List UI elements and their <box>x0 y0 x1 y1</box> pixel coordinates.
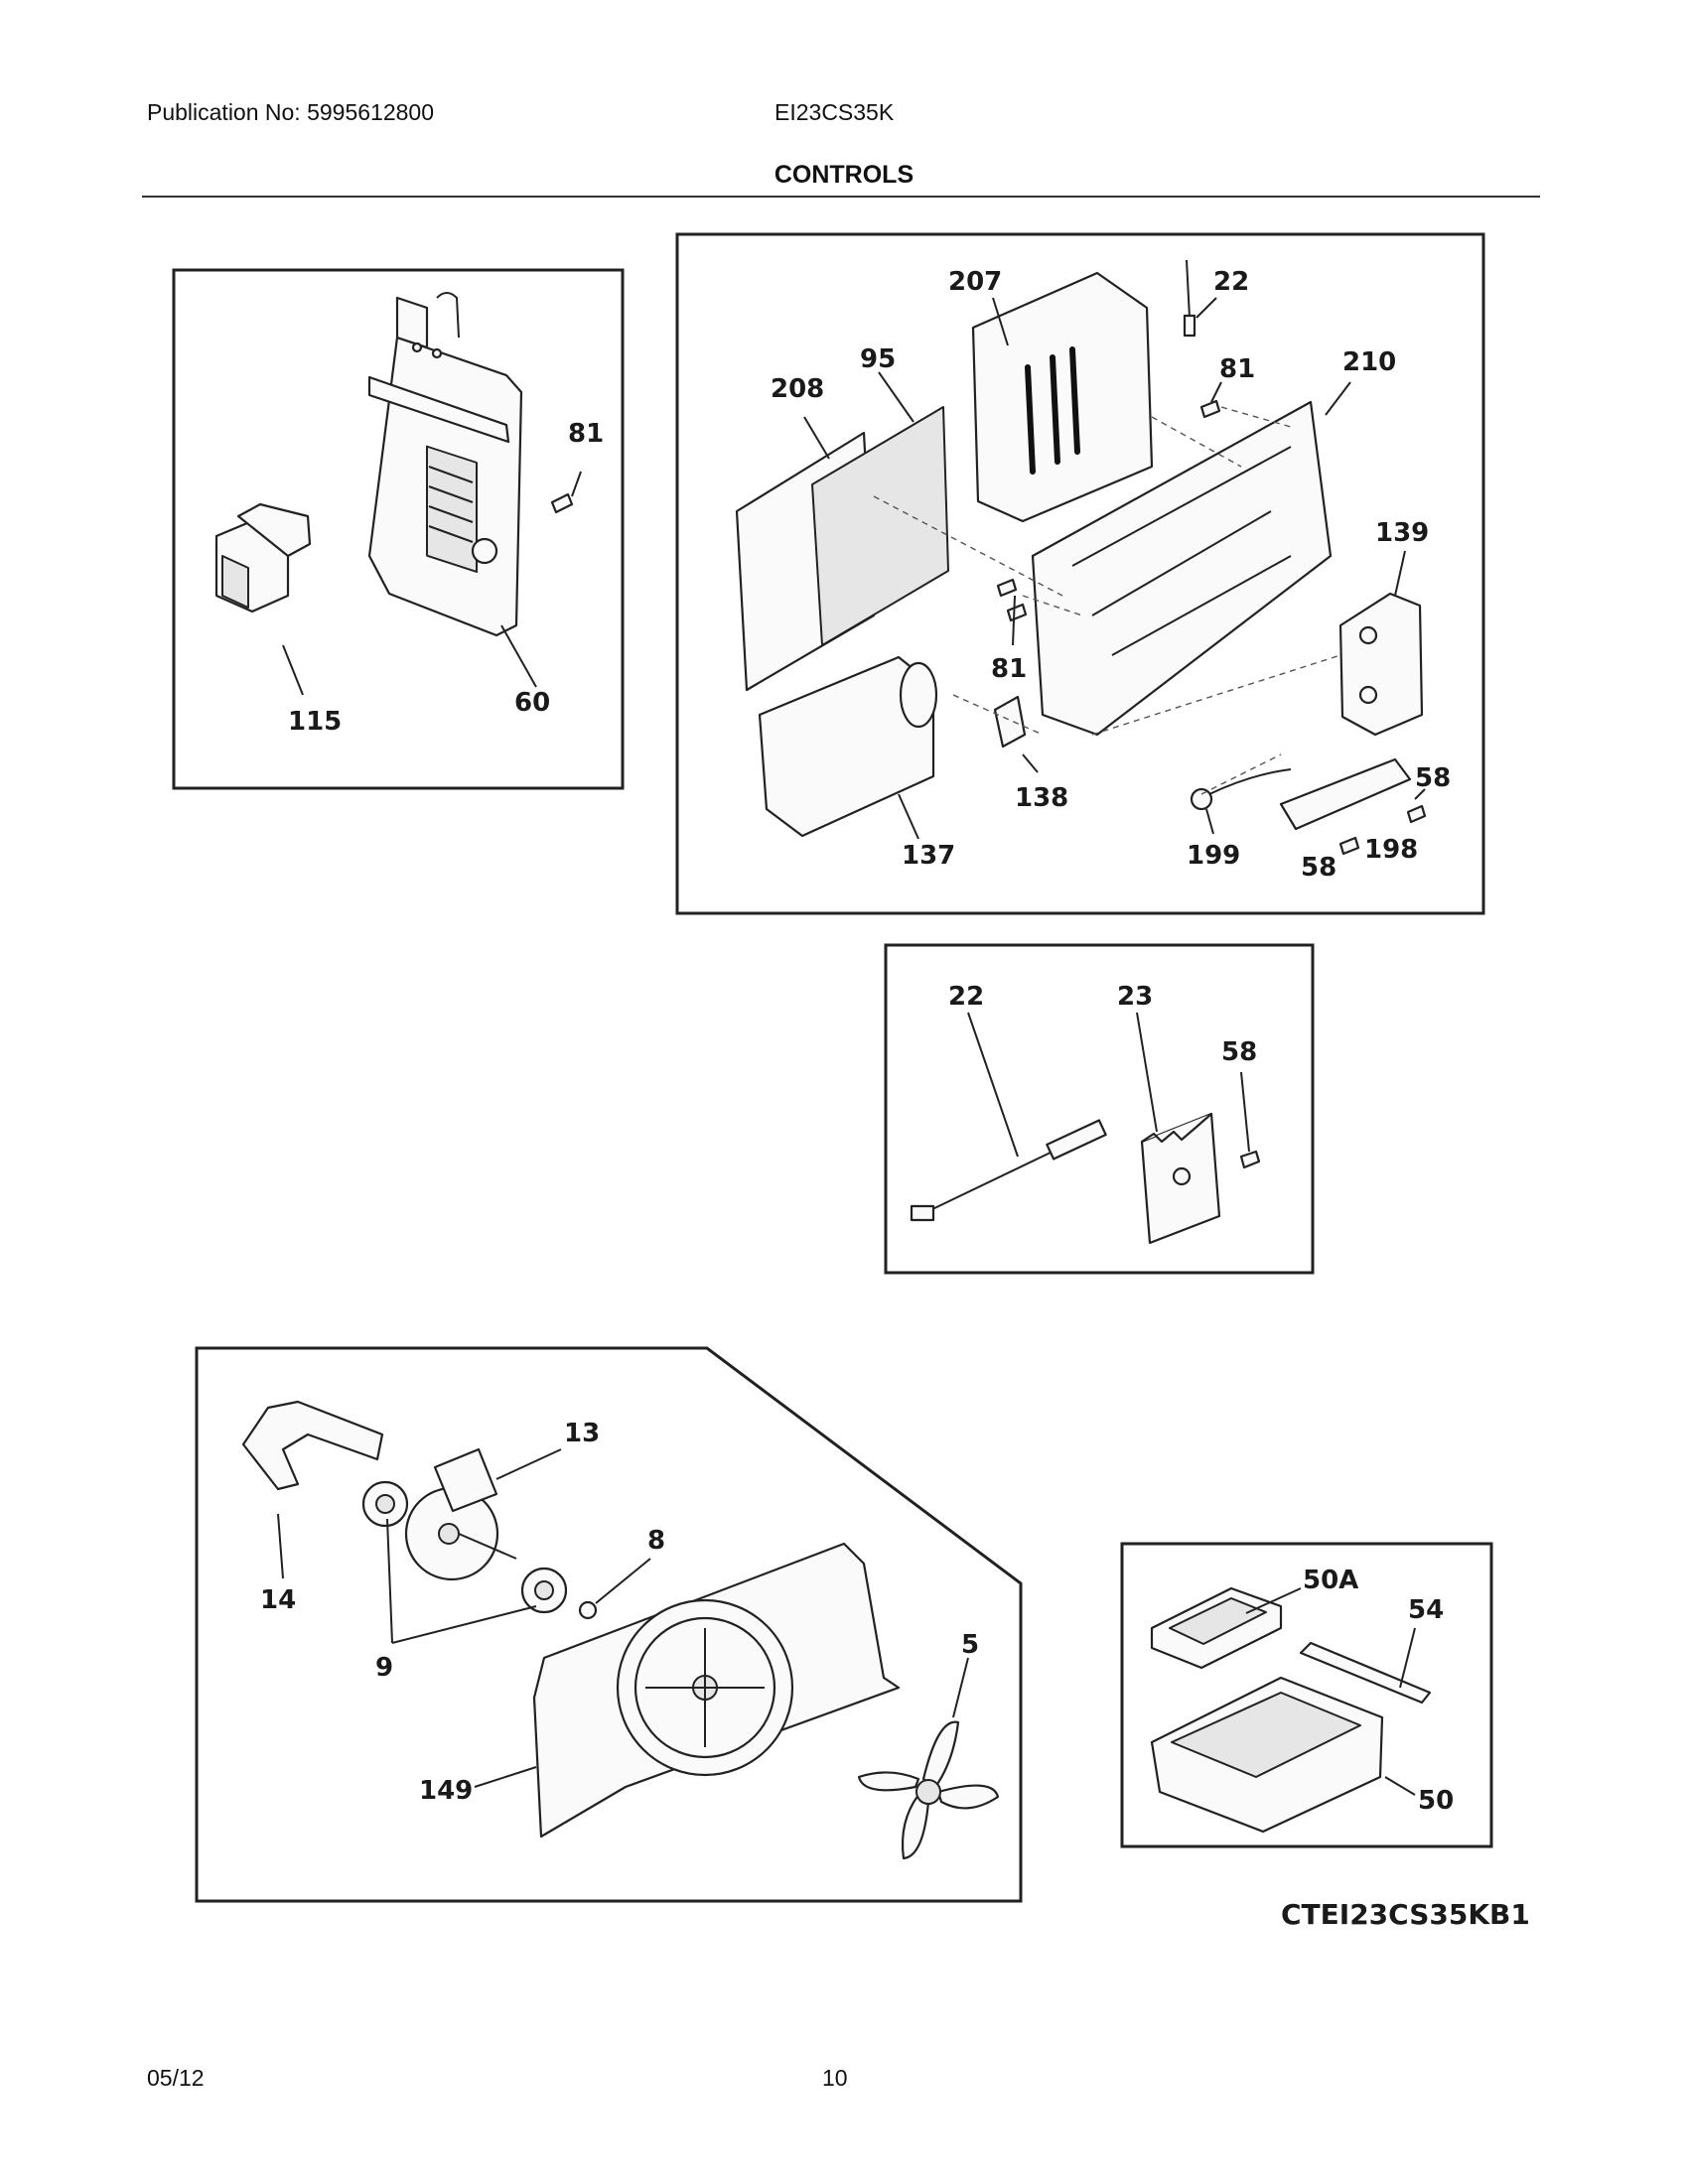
part-label: 5 <box>961 1630 979 1660</box>
part-label: 210 <box>1342 347 1396 377</box>
page-number: 10 <box>822 2065 848 2091</box>
panel-control-board: 50A 54 50 <box>1120 1542 1493 1848</box>
part-label: 14 <box>260 1585 296 1615</box>
part-label: 81 <box>991 654 1027 684</box>
part-label: 81 <box>568 419 604 449</box>
leader-lines <box>967 1012 1250 1158</box>
part-label: 13 <box>564 1419 600 1448</box>
part-label: 58 <box>1221 1037 1257 1067</box>
leader-lines <box>277 1448 969 1788</box>
light-shield-part <box>758 655 938 838</box>
thermostat-part <box>1338 592 1424 737</box>
part-label: 22 <box>1213 267 1249 297</box>
strip-part <box>1299 1641 1432 1705</box>
panel-probe-cover: 22 23 58 <box>884 943 1315 1275</box>
part-label: 81 <box>1219 354 1255 384</box>
part-label: 138 <box>1015 783 1068 813</box>
model-number: EI23CS35K <box>774 99 895 125</box>
screw-part <box>550 471 582 514</box>
part-label: 60 <box>514 688 550 718</box>
control-board-part <box>1169 1597 1267 1645</box>
screw-part <box>1006 603 1028 622</box>
publication-number: Publication No: 5995612800 <box>147 99 435 125</box>
fan-blade-part <box>857 1720 1000 1860</box>
control-frame-part <box>1031 400 1333 737</box>
fan-motor-part <box>404 1447 517 1581</box>
switch-part <box>214 502 312 696</box>
screw-part <box>996 578 1018 598</box>
panel-frame <box>172 268 625 790</box>
header-rule <box>142 196 1540 198</box>
filter-part <box>811 406 949 646</box>
part-label: 139 <box>1375 518 1429 548</box>
panel-dispenser-housing: 81 115 60 <box>172 268 625 790</box>
fan-shroud-part <box>532 1542 901 1839</box>
sensor-probe-part <box>910 1119 1107 1222</box>
bracket-part <box>971 271 1154 523</box>
lens-part <box>1279 757 1412 831</box>
leader-lines <box>1245 1587 1416 1796</box>
grommet-part <box>534 1580 554 1600</box>
enclosure-part <box>1150 1676 1384 1834</box>
part-label: 50 <box>1418 1786 1454 1816</box>
screw-part <box>1406 804 1427 824</box>
footer-date: 05/12 <box>147 2065 205 2091</box>
part-label: 50A <box>1303 1566 1358 1595</box>
screw-part <box>1199 399 1221 419</box>
part-label: 23 <box>1117 982 1153 1012</box>
sensor-probe-part <box>1183 259 1196 338</box>
section-title: CONTROLS <box>774 161 914 189</box>
part-label: 95 <box>860 344 896 374</box>
part-label: 198 <box>1364 835 1418 865</box>
nut-part <box>578 1600 598 1620</box>
part-label: 8 <box>647 1526 665 1556</box>
part-label: 58 <box>1301 853 1336 883</box>
leader-lines <box>803 297 1426 840</box>
alignment-lines <box>873 406 1341 795</box>
panel-control-assembly: 207 22 95 208 81 210 139 81 138 137 199 … <box>675 232 1485 915</box>
dispenser-housing-part <box>367 292 523 637</box>
control-cover-part <box>1140 1112 1221 1245</box>
screw-part <box>1338 836 1360 856</box>
clip-part <box>993 695 1027 749</box>
grommet-part <box>375 1494 395 1514</box>
part-label: 54 <box>1408 1595 1444 1625</box>
part-label: 199 <box>1187 841 1240 871</box>
part-label: 207 <box>948 267 1002 297</box>
screw-part <box>1239 1150 1261 1169</box>
panel-frame <box>675 232 1485 915</box>
part-label: 208 <box>771 374 824 404</box>
panel-frame <box>884 943 1315 1275</box>
panel-frame <box>195 1346 1023 1903</box>
part-label: 9 <box>375 1653 393 1683</box>
part-label: 22 <box>948 982 984 1012</box>
part-label: 137 <box>902 841 955 871</box>
motor-bracket-part <box>241 1400 384 1491</box>
part-label: 58 <box>1415 763 1451 793</box>
panel-frame <box>1120 1542 1493 1848</box>
diagram-code: CTEI23CS35KB1 <box>1281 1898 1530 1931</box>
panel-fan-assembly: 13 14 8 9 5 149 <box>195 1346 1023 1903</box>
part-label: 149 <box>419 1776 473 1806</box>
light-socket-part <box>1190 768 1292 811</box>
part-label: 115 <box>288 707 342 737</box>
